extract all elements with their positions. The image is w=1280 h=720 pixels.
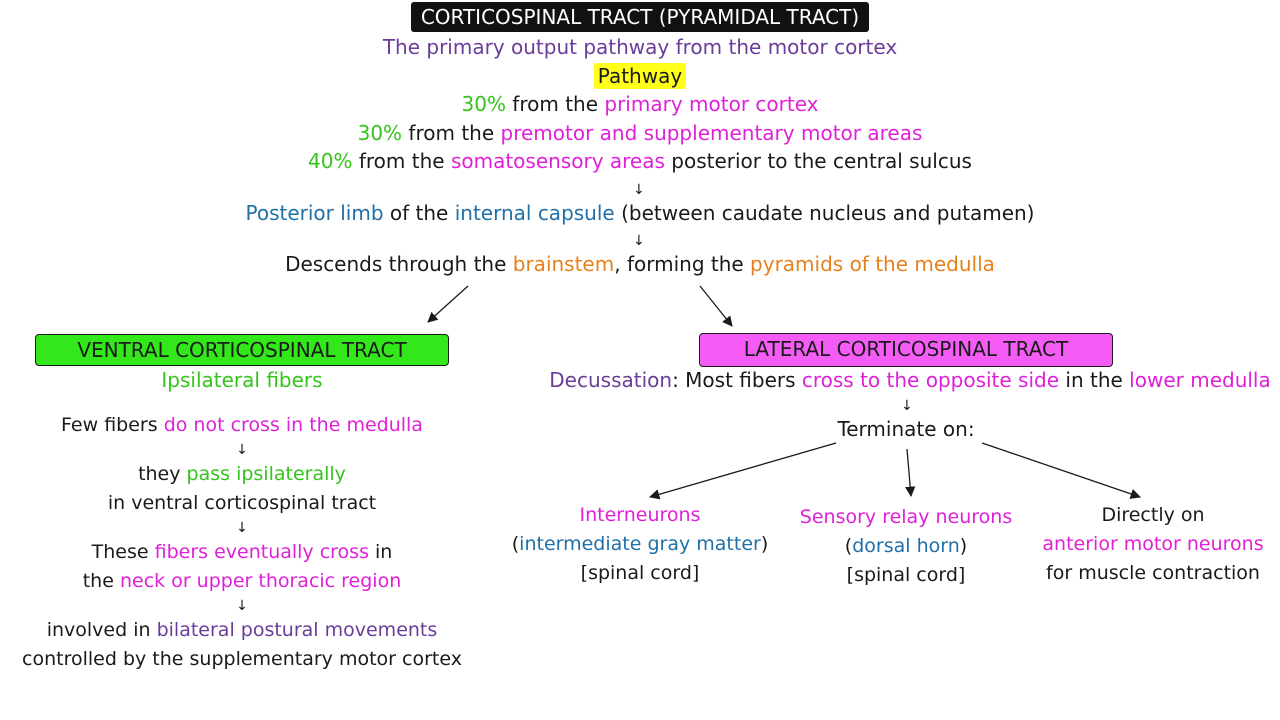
- target-2-detail: dorsal horn: [852, 535, 960, 557]
- ventral-l1b: do not cross in the medulla: [163, 414, 423, 436]
- title-row: CORTICOSPINAL TRACT (PYRAMIDAL TRACT): [0, 2, 1280, 32]
- pathway-row: Pathway: [0, 63, 1280, 89]
- origin-line-1: 30% from the primary motor cortex: [0, 91, 1280, 117]
- terminate-label: Terminate on:: [837, 417, 975, 441]
- target-motor-neurons: Directly on anterior motor neurons for m…: [1030, 501, 1276, 588]
- ventral-l6b: bilateral postural movements: [156, 619, 438, 641]
- ventral-l4b: fibers eventually cross: [154, 541, 369, 563]
- decussation-b: : Most fibers: [672, 368, 802, 392]
- arrow-to-motor-neurons: [981, 442, 1141, 499]
- down-arrow-icon: ↓: [236, 520, 248, 536]
- down-arrow-icon: ↓: [236, 598, 248, 614]
- ventral-line-1: Few fibers do not cross in the medulla: [0, 411, 484, 440]
- ventral-column: Ipsilateral fibers Few fibers do not cro…: [0, 366, 484, 674]
- lateral-tract-box: LATERAL CORTICOSPINAL TRACT: [699, 333, 1113, 367]
- origin-1-percent: 30%: [461, 92, 506, 116]
- target-3-name: Directly on: [1101, 504, 1205, 526]
- decussation-e: lower medulla: [1129, 368, 1271, 392]
- ventral-l6a: involved in: [46, 619, 157, 641]
- arrow-to-lateral: [699, 285, 733, 327]
- ventral-line-4: These fibers eventually cross in: [0, 538, 484, 567]
- ventral-l4a: These: [91, 541, 155, 563]
- ventral-line-6: involved in bilateral postural movements: [0, 616, 484, 645]
- subtitle: The primary output pathway from the moto…: [382, 35, 898, 59]
- decussation-term: Decussation: [549, 368, 673, 392]
- target-1-detail-row: (intermediate gray matter): [490, 530, 790, 559]
- origin-3-from: from the: [352, 149, 451, 173]
- descend-part-a: Descends through the: [285, 252, 513, 276]
- capsule-part-b: of the: [383, 201, 455, 225]
- origin-2-percent: 30%: [357, 121, 403, 145]
- ventral-l4c: in: [368, 541, 393, 563]
- target-3-detail: anterior motor neurons: [1042, 533, 1264, 555]
- ventral-l2b: pass ipsilaterally: [186, 463, 346, 485]
- decussation-c: cross to the opposite side: [801, 368, 1060, 392]
- page-title: CORTICOSPINAL TRACT (PYRAMIDAL TRACT): [410, 2, 870, 32]
- origin-3-tail: posterior to the central sulcus: [664, 149, 972, 173]
- ventral-l5a: the: [82, 570, 120, 592]
- ventral-line-5: the neck or upper thoracic region: [0, 567, 484, 596]
- origin-2-area: premotor and supplementary motor areas: [500, 121, 923, 145]
- target-sensory-relay: Sensory relay neurons (dorsal horn) [spi…: [776, 503, 1036, 590]
- target-3-location: for muscle contraction: [1046, 562, 1260, 584]
- down-arrow-icon: ↓: [901, 398, 913, 414]
- origin-2-from: from the: [402, 121, 501, 145]
- target-2-paren-open: (: [844, 535, 853, 557]
- descend-brainstem: brainstem: [512, 252, 615, 276]
- ventral-line-2: they pass ipsilaterally: [0, 460, 484, 489]
- down-arrow-icon: ↓: [236, 442, 248, 458]
- down-arrow-icon: ↓: [633, 233, 645, 249]
- down-arrow-icon: ↓: [633, 182, 645, 198]
- arrow-to-sensory-relay: [905, 448, 916, 498]
- origin-1-from: from the: [505, 92, 605, 116]
- target-2-paren-close: ): [959, 535, 968, 557]
- origin-line-2: 30% from the premotor and supplementary …: [0, 120, 1280, 146]
- descend-pyramids: pyramids of the medulla: [750, 252, 995, 276]
- target-1-name: Interneurons: [579, 504, 701, 526]
- decussation-d: in the: [1059, 368, 1130, 392]
- capsule-part-a: Posterior limb: [245, 201, 384, 225]
- origin-line-3: 40% from the somatosensory areas posteri…: [0, 148, 1280, 174]
- ventral-l2a: they: [138, 463, 187, 485]
- ventral-line-7: controlled by the supplementary motor co…: [22, 648, 462, 670]
- origin-1-area: primary motor cortex: [604, 92, 819, 116]
- capsule-part-d: (between caudate nucleus and putamen): [614, 201, 1035, 225]
- descend-line: Descends through the brainstem, forming …: [0, 251, 1280, 277]
- target-1-paren-open: (: [511, 533, 520, 555]
- target-interneurons: Interneurons (intermediate gray matter) …: [490, 501, 790, 588]
- arrow-to-interneurons: [649, 442, 837, 500]
- ventral-tract-box: VENTRAL CORTICOSPINAL TRACT: [35, 334, 449, 366]
- capsule-line: Posterior limb of the internal capsule (…: [0, 200, 1280, 226]
- arrow-to-ventral: [427, 285, 469, 323]
- ventral-l5b: neck or upper thoracic region: [119, 570, 402, 592]
- target-1-detail: intermediate gray matter: [519, 533, 761, 555]
- target-2-location: [spinal cord]: [846, 564, 966, 586]
- target-2-name: Sensory relay neurons: [799, 506, 1013, 528]
- target-2-detail-row: (dorsal horn): [776, 532, 1036, 561]
- decussation-line: Decussation: Most fibers cross to the op…: [540, 367, 1280, 393]
- origin-3-percent: 40%: [308, 149, 353, 173]
- ventral-line-3: in ventral corticospinal tract: [107, 492, 377, 514]
- capsule-part-c: internal capsule: [454, 201, 615, 225]
- origin-3-area: somatosensory areas: [450, 149, 665, 173]
- descend-part-c: , forming the: [614, 252, 751, 276]
- ventral-subtitle: Ipsilateral fibers: [161, 368, 323, 392]
- target-1-location: [spinal cord]: [580, 562, 700, 584]
- pathway-label: Pathway: [593, 63, 687, 89]
- target-1-paren-close: ): [760, 533, 769, 555]
- ventral-l1a: Few fibers: [61, 414, 164, 436]
